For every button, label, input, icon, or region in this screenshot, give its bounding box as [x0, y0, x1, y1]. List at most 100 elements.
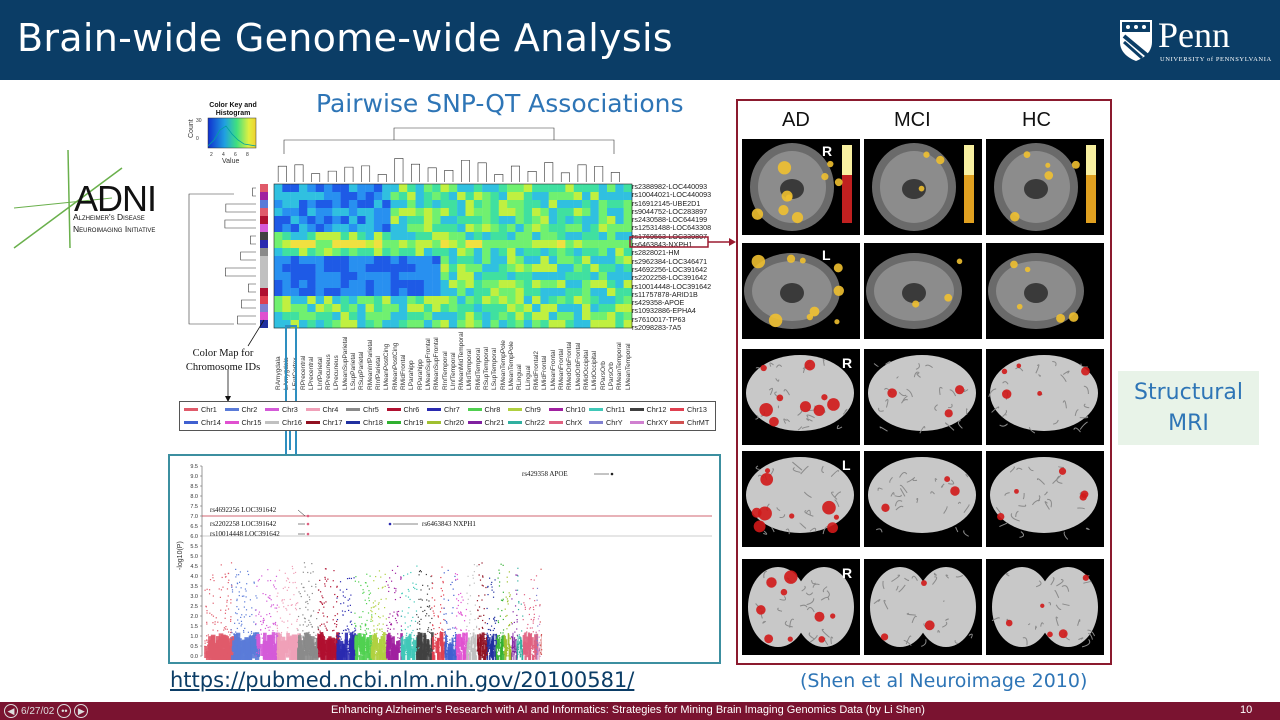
- snp-point: [535, 648, 538, 650]
- heatmap-cell: [357, 320, 366, 329]
- heatmap-cell: [590, 304, 599, 313]
- snp-point: [508, 623, 511, 626]
- snp-point: [491, 589, 493, 591]
- activation-blob: [799, 401, 811, 413]
- heatmap-cell: [298, 184, 308, 193]
- gyrus-line: [1028, 427, 1036, 434]
- heatmap-cell: [582, 216, 591, 225]
- gyrus-line: [916, 373, 921, 378]
- heatmap-cell: [382, 272, 391, 281]
- snp-point: [268, 613, 271, 615]
- snp-point: [257, 649, 260, 651]
- heatmap-cell: [323, 280, 333, 289]
- heatmap-cell: [623, 192, 633, 201]
- snp-point: [476, 600, 479, 602]
- snp-point: [523, 602, 525, 604]
- snp-point: [227, 595, 229, 597]
- snp-point: [498, 572, 501, 574]
- snp-point: [366, 628, 368, 630]
- snp-point: [317, 611, 319, 614]
- snp-band: [358, 636, 362, 649]
- snp-point: [435, 633, 437, 636]
- heatmap-cell: [373, 232, 383, 241]
- snp-point: [541, 649, 543, 651]
- activation-blob: [833, 263, 843, 273]
- heatmap-cell: [615, 264, 624, 273]
- snp-point: [405, 595, 407, 597]
- gyrus-line: [889, 476, 893, 483]
- pubmed-link[interactable]: https://pubmed.ncbi.nlm.nih.gov/20100581…: [170, 668, 635, 692]
- heatmap-cell: [557, 200, 566, 209]
- snp-point: [387, 627, 389, 630]
- snp-point: [240, 587, 242, 589]
- snp-band: [221, 649, 226, 660]
- next-slide-button[interactable]: ▶: [74, 704, 89, 718]
- chr-swatch: [467, 421, 482, 424]
- heatmap-cell: [398, 264, 408, 273]
- snp-point: [217, 630, 219, 632]
- snp-point: [444, 631, 446, 634]
- snp-point: [415, 646, 418, 648]
- snp-band: [308, 636, 312, 649]
- snp-point: [385, 633, 387, 635]
- gyrus-line: [999, 522, 1008, 528]
- menu-button[interactable]: ••: [57, 704, 72, 718]
- snp-point: [446, 642, 448, 645]
- heatmap-cell: [290, 320, 300, 329]
- heatmap-cell: [323, 216, 333, 225]
- chr-legend-item: Chr15: [224, 418, 261, 427]
- snp-band: [322, 652, 326, 660]
- top-dendrogram-branch: [377, 174, 387, 182]
- snp-band: [389, 635, 392, 648]
- snp-band: [410, 646, 413, 659]
- gyrus-line: [1083, 580, 1092, 584]
- snp-point: [342, 614, 344, 616]
- heatmap-cell: [423, 240, 433, 249]
- snp-point: [438, 639, 440, 642]
- heatmap-cell: [540, 280, 549, 289]
- activation-blob: [1016, 363, 1022, 369]
- snp-point: [317, 629, 320, 631]
- snp-point: [319, 601, 321, 603]
- heatmap-cell: [548, 200, 558, 209]
- snp-point: [473, 629, 475, 631]
- snp-point: [394, 617, 397, 620]
- snp-band: [447, 650, 450, 660]
- snp-point: [227, 608, 230, 610]
- heatmap-cell: [298, 280, 308, 289]
- snp-band: [425, 652, 429, 660]
- heatmap-cell: [565, 256, 574, 265]
- heatmap-cell: [382, 232, 391, 241]
- heatmap-cell: [440, 312, 450, 321]
- snp-point: [474, 637, 476, 639]
- heatmap-cell: [565, 224, 574, 233]
- heatmap-cell: [607, 248, 616, 257]
- snp-point: [397, 637, 399, 639]
- gyrus-line: [1062, 370, 1070, 375]
- snp-point: [516, 619, 518, 621]
- snp-band: [526, 645, 529, 658]
- heatmap-cell: [565, 280, 574, 289]
- heatmap-cell: [598, 216, 608, 225]
- snp-band: [219, 655, 224, 660]
- snp-point: [481, 644, 483, 646]
- heatmap-cell: [482, 240, 491, 249]
- heatmap-cell: [557, 288, 566, 297]
- heatmap-cell: [448, 320, 458, 329]
- orientation-label: R: [842, 565, 853, 581]
- heatmap-cell: [290, 240, 300, 249]
- heatmap-cell: [382, 224, 391, 233]
- snp-point: [285, 607, 287, 610]
- prev-slide-button[interactable]: ◀: [4, 704, 18, 718]
- snp-band: [503, 634, 506, 647]
- snp-point: [371, 611, 373, 613]
- citation: (Shen et al Neuroimage 2010): [800, 670, 1088, 692]
- slide-title: Brain-wide Genome-wide Analysis: [17, 16, 673, 60]
- color-scale-bar: [964, 145, 974, 223]
- snp-point: [223, 629, 225, 631]
- snp-label: rs2098283-7A5: [632, 323, 682, 333]
- snp-point: [231, 586, 233, 588]
- snp-point: [224, 628, 227, 630]
- snp-point: [260, 633, 263, 635]
- gyrus-line: [939, 386, 943, 396]
